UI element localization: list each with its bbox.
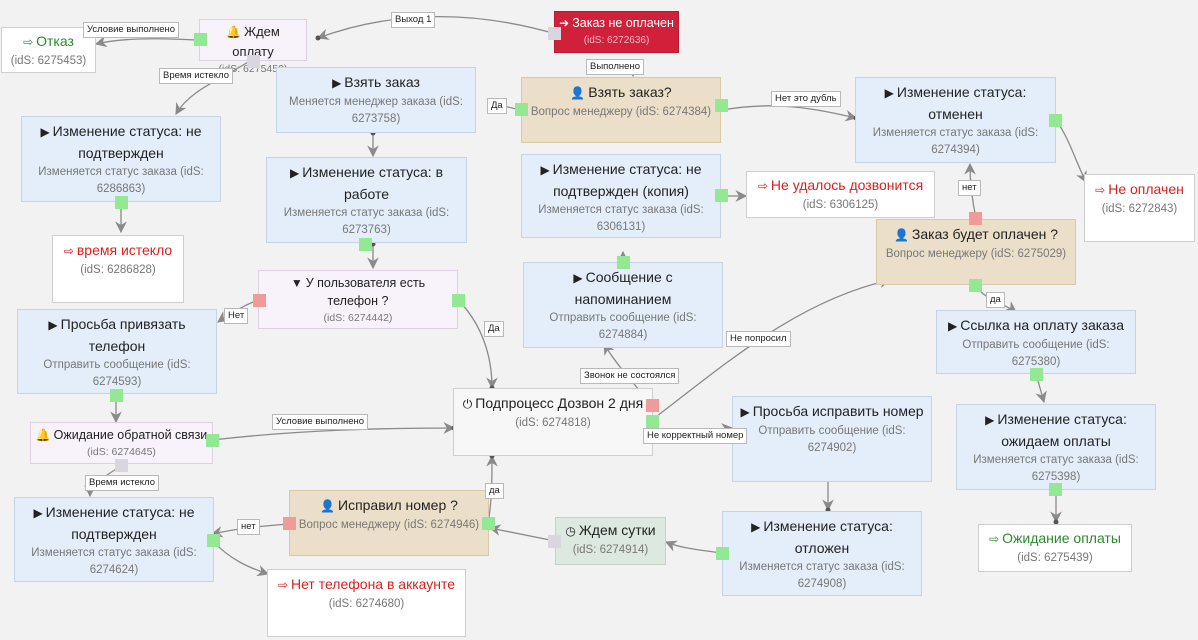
- edge-label-net: нет: [958, 180, 981, 196]
- node-status-v-rabote[interactable]: ▶Изменение статуса: в работе Изменяется …: [266, 157, 467, 243]
- play-icon: ▶: [740, 405, 750, 419]
- edge-label-uslovie-vypolneno: Условие выполнено: [272, 414, 369, 430]
- edge-label-ne-poprosil: Не попросил: [726, 331, 791, 347]
- play-icon: ▶: [332, 76, 342, 90]
- port-output[interactable]: [1049, 483, 1062, 496]
- node-vremya-isteklo[interactable]: ⇨время истекло (idS: 6286828): [52, 235, 184, 303]
- edge-label-vremya-isteklo: Время истекло: [159, 68, 233, 84]
- node-filter-telefon[interactable]: ▼У пользователя есть телефон ? (idS: 627…: [258, 270, 458, 329]
- play-icon: ▶: [40, 125, 50, 139]
- node-zakaz-budet-oplachen[interactable]: 👤Заказ будет оплачен ? Вопрос менеджеру …: [876, 219, 1076, 285]
- edge-label-zvonok-ne-sostoyalsya: Звонок не состоялся: [580, 368, 680, 384]
- node-ispravil-nomer[interactable]: 👤Исправил номер ? Вопрос менеджеру (idS:…: [289, 490, 489, 556]
- node-net-telefona[interactable]: ⇨Нет телефона в аккаунте (idS: 6274680): [267, 569, 466, 637]
- port-output[interactable]: [194, 33, 207, 46]
- node-status-otmenen[interactable]: ▶Изменение статуса: отменен Изменяется с…: [855, 77, 1056, 163]
- bell-icon: 🔔: [226, 25, 242, 39]
- play-icon: ▶: [573, 271, 583, 285]
- node-otkaz[interactable]: ⇨Отказ (idS: 6275453): [1, 27, 96, 73]
- port-input[interactable]: [115, 459, 128, 472]
- edge-label-vypolneno: Выполнено: [586, 59, 644, 75]
- node-ne-udalos-dozvonitsya[interactable]: ⇨Не удалось дозвонится (idS: 6306125): [746, 171, 935, 218]
- edge-label-vremya-isteklo: Время истекло: [85, 475, 159, 491]
- node-podprocess-dozvon[interactable]: ⏻Подпроцесс Дозвон 2 дня (idS: 6274818): [453, 388, 653, 456]
- port-fail[interactable]: [646, 399, 659, 412]
- node-ozhidanie-svyazi[interactable]: 🔔Ожидание обратной связи (idS: 6274645): [30, 422, 213, 464]
- edge-label-ne-korrektnyi-nomer: Не корректный номер: [643, 428, 748, 444]
- port-output[interactable]: [452, 294, 465, 307]
- play-icon: ▶: [540, 163, 550, 177]
- filter-icon: ▼: [290, 276, 303, 290]
- port-output[interactable]: [715, 189, 728, 202]
- edge-label-da: да: [986, 292, 1005, 308]
- port-output[interactable]: [482, 517, 495, 530]
- port-input[interactable]: [548, 27, 561, 40]
- edge-label-vyhod-1: Выход 1: [391, 12, 436, 28]
- plug-icon: ⏻: [462, 397, 473, 411]
- user-icon: 👤: [320, 499, 335, 513]
- edge-label-net-eto-dubl: Нет это дубль: [771, 91, 841, 107]
- user-icon: 👤: [893, 228, 909, 242]
- edge-label-da: да: [485, 483, 504, 499]
- node-zhdem-sutki[interactable]: ◷Ждем сутки (idS: 6274914): [555, 517, 666, 565]
- port-output[interactable]: [1030, 368, 1043, 381]
- node-status-ne-podtverzhden-1[interactable]: ▶Изменение статуса: не подтвержден Измен…: [21, 116, 221, 202]
- user-icon: 👤: [570, 86, 586, 100]
- node-ne-oplachen-end[interactable]: ⇨Не оплачен (idS: 6272843): [1084, 174, 1195, 242]
- port-input[interactable]: [548, 535, 561, 548]
- port-output[interactable]: [110, 389, 123, 402]
- play-icon: ▶: [33, 506, 43, 520]
- sign-out-icon: ⇨: [757, 179, 768, 193]
- clock-icon: ◷: [565, 524, 576, 538]
- node-status-ne-podtverzhden-2[interactable]: ▶Изменение статуса: не подтвержден Измен…: [14, 497, 214, 582]
- port-input[interactable]: [247, 55, 260, 68]
- node-status-ozhidaem[interactable]: ▶Изменение статуса: ожидаем оплаты Измен…: [956, 404, 1156, 490]
- port-output[interactable]: [646, 415, 659, 428]
- port-output[interactable]: [515, 103, 528, 116]
- port-output[interactable]: [617, 256, 630, 269]
- port-output[interactable]: [115, 196, 128, 209]
- play-icon: ▶: [289, 166, 300, 180]
- sign-out-icon: ⇨: [23, 35, 34, 49]
- node-ssylka-oplata[interactable]: ▶Ссылка на оплату заказа Отправить сообщ…: [936, 310, 1136, 374]
- port-fail[interactable]: [283, 517, 296, 530]
- edge-label-net: нет: [237, 519, 260, 535]
- sign-out-icon: ⇨: [277, 578, 288, 592]
- node-vzyat-zakaz-question[interactable]: 👤Взять заказ? Вопрос менеджеру (idS: 627…: [521, 77, 721, 143]
- play-icon: ▶: [751, 520, 761, 534]
- node-ozhidanie-oplaty[interactable]: ⇨Ожидание оплаты (idS: 6275439): [978, 524, 1132, 572]
- play-icon: ▶: [884, 86, 894, 100]
- node-prosba-privyazat[interactable]: ▶Просьба привязать телефон Отправить соо…: [17, 309, 217, 394]
- port-output[interactable]: [1049, 114, 1062, 127]
- edge-label-da: Да: [487, 98, 507, 114]
- node-zakaz-ne-oplachen-start[interactable]: ➜Заказ не оплачен (idS: 6272636): [554, 11, 679, 53]
- play-icon: ▶: [48, 318, 58, 332]
- play-icon: ▶: [985, 413, 995, 427]
- sign-out-icon: ⇨: [63, 244, 74, 258]
- node-status-otlozhen[interactable]: ▶Изменение статуса: отложен Изменяется с…: [722, 511, 922, 596]
- port-output[interactable]: [715, 99, 728, 112]
- edge-label-net: Нет: [224, 308, 249, 324]
- node-prosba-ispravit[interactable]: ▶Просьба исправить номер Отправить сообщ…: [732, 396, 932, 482]
- port-output[interactable]: [969, 279, 982, 292]
- node-vzyat-zakaz-task[interactable]: ▶Взять заказ Меняется менеджер заказа (i…: [276, 67, 476, 133]
- port-fail[interactable]: [969, 212, 982, 225]
- port-output[interactable]: [206, 434, 219, 447]
- node-soobshenie-napominanie[interactable]: ▶Сообщение с напоминанием Отправить сооб…: [523, 262, 723, 348]
- bell-icon: 🔔: [35, 428, 51, 442]
- play-icon: ▶: [947, 319, 958, 333]
- port-output[interactable]: [359, 238, 372, 251]
- port-output[interactable]: [207, 534, 220, 547]
- sign-out-icon: ⇨: [1095, 183, 1106, 197]
- port-output[interactable]: [716, 547, 729, 560]
- edge-label-uslovie-vypolneno: Условие выполнено: [83, 22, 180, 38]
- edge-label-da: Да: [484, 321, 504, 337]
- sign-in-icon: ➜: [559, 16, 570, 30]
- node-status-kopiya[interactable]: ▶Изменение статуса: не подтвержден (копи…: [521, 154, 721, 238]
- port-fail[interactable]: [253, 294, 266, 307]
- sign-out-icon: ⇨: [989, 532, 1000, 546]
